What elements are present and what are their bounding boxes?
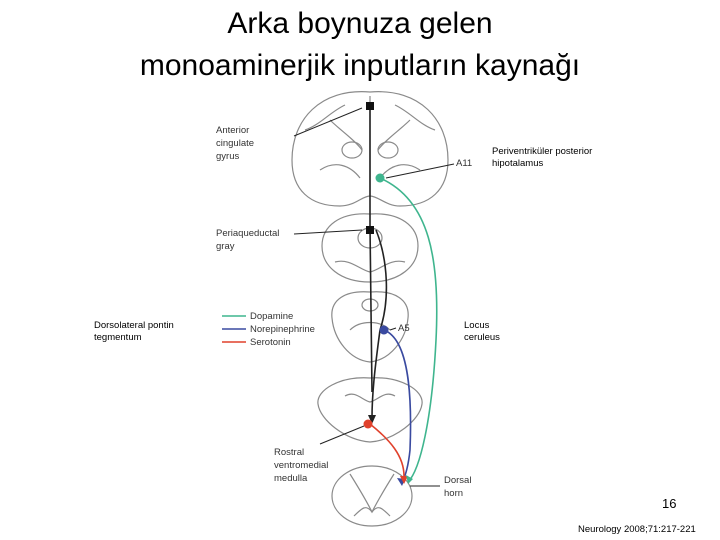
- rostral-label-1: Rostral: [274, 447, 304, 458]
- a5-label: A5: [398, 323, 410, 334]
- a11-label: A11: [456, 158, 472, 169]
- cingulate-origin-marker: [366, 102, 374, 110]
- pag-leader: [293, 229, 363, 235]
- legend-label-dopamine: Dopamine: [250, 311, 293, 322]
- pag-origin-marker: [366, 226, 374, 234]
- a5-leader: [389, 327, 397, 331]
- cingulate-leader: [293, 107, 363, 137]
- pons-section: [331, 291, 409, 363]
- periventricular-label: Periventriküler posterior hipotalamus: [492, 146, 592, 170]
- slide-title-line-1: Arka boynuza gelen: [227, 7, 493, 40]
- dorsolateral-label: Dorsolateral pontin tegmentum: [94, 320, 174, 344]
- locus-ceruleus-label: Locus ceruleus: [464, 320, 500, 344]
- anterior-cingulate-label-3: gyrus: [216, 151, 239, 162]
- dorsal-horn-label-2: horn: [444, 488, 463, 499]
- periaqueductal-label-2: gray: [216, 241, 235, 252]
- periventricular-line-2: hipotalamus: [492, 158, 544, 169]
- medulla-section: [317, 377, 423, 443]
- rvm-leader: [319, 425, 365, 445]
- a5-marker: [379, 325, 389, 335]
- page-number: 16: [662, 496, 677, 511]
- dorsolateral-line-2: tegmentum: [94, 332, 142, 343]
- periventricular-line-1: Periventriküler posterior: [492, 146, 593, 157]
- legend-label-serotonin: Serotonin: [250, 337, 291, 348]
- dorsal-horn-label-1: Dorsal: [444, 475, 471, 486]
- pathway-arrowheads: [368, 415, 413, 486]
- slide-title-line-2: monoaminerjik inputların kaynağı: [139, 49, 581, 82]
- nucleus-markers: [363, 102, 389, 429]
- rostral-label-3: medulla: [274, 473, 308, 484]
- rvm-marker: [363, 419, 373, 429]
- rostral-label-2: ventromedial: [274, 460, 328, 471]
- anterior-cingulate-label-2: cingulate: [216, 138, 254, 149]
- norepinephrine-pathway: [383, 329, 412, 485]
- a11-leader: [385, 163, 455, 179]
- a11-marker: [375, 173, 385, 183]
- spinal-cord-section: [331, 465, 413, 527]
- pathway-legend: Dopamine Norepinephrine Serotonin: [222, 311, 315, 348]
- serotonin-pathway: [369, 423, 405, 477]
- legend-label-norepinephrine: Norepinephrine: [250, 324, 315, 335]
- periaqueductal-label-1: Periaqueductal: [216, 228, 279, 239]
- anterior-cingulate-label-1: Anterior: [216, 125, 249, 136]
- cingulate-descending-path: [369, 106, 373, 393]
- citation: Neurology 2008;71:217-221: [578, 524, 696, 535]
- dopamine-pathway: [379, 177, 438, 483]
- locus-line-1: Locus: [464, 320, 490, 331]
- locus-line-2: ceruleus: [464, 332, 500, 343]
- dorsolateral-line-1: Dorsolateral pontin: [94, 320, 174, 331]
